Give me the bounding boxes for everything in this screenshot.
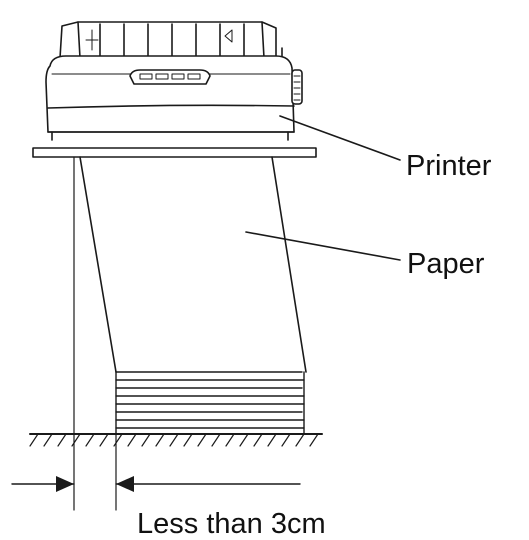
printer-paper-rack: [59, 21, 277, 59]
paper-label: Paper: [407, 248, 485, 280]
printer-leader-line: [279, 115, 401, 161]
printer-stand: [32, 147, 317, 158]
ground-hatch: [29, 433, 323, 447]
printer-body: [45, 47, 303, 141]
dimension-extension-lines: [73, 156, 117, 511]
dimension-label: Less than 3cm: [137, 508, 326, 540]
printer-label: Printer: [406, 150, 492, 182]
paper-leader-line: [245, 231, 401, 261]
paper-sheet: [79, 156, 307, 373]
arrow-left-icon: [116, 476, 134, 492]
paper-stack: [115, 371, 305, 435]
arrow-right-icon: [56, 476, 74, 492]
